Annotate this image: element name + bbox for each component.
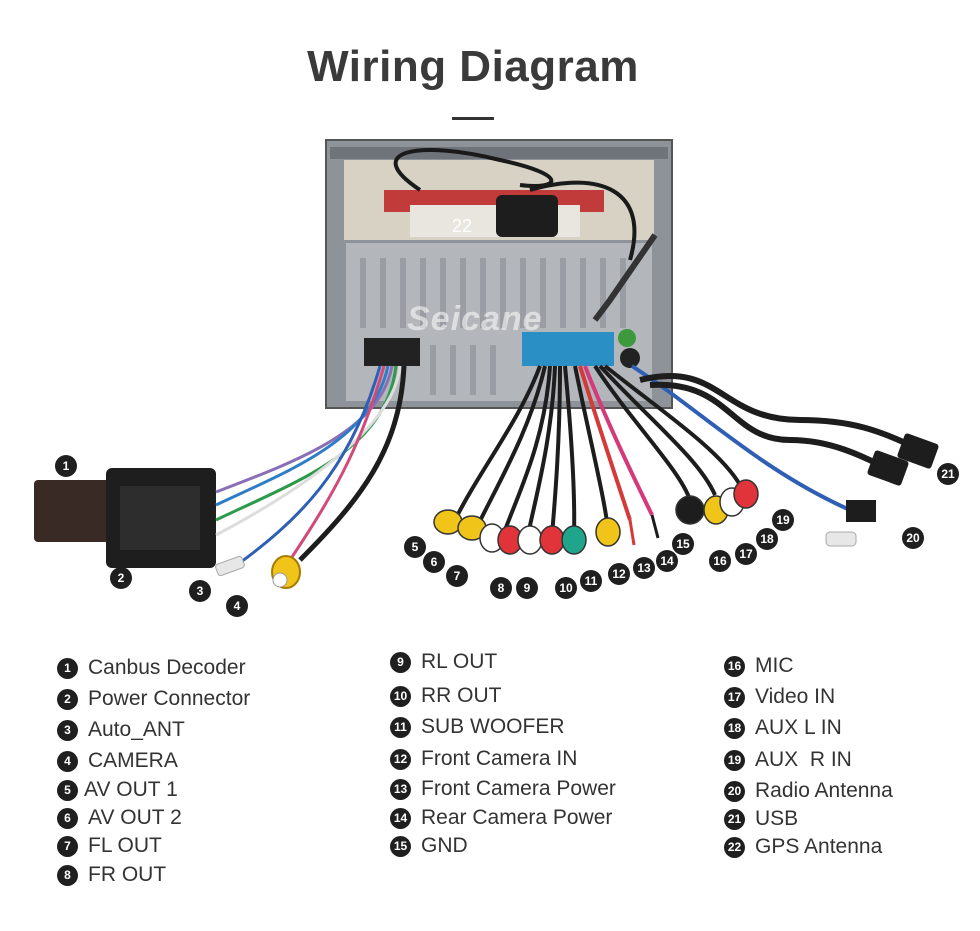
legend-label: Front Camera IN (421, 747, 578, 770)
legend-label: AUX L IN (755, 716, 842, 739)
callout-21: 21 (937, 463, 959, 485)
callout-1: 1 (55, 455, 77, 477)
callout-16: 16 (709, 550, 731, 572)
legend-item: 6 AV OUT 2 (57, 806, 182, 830)
callout-14: 14 (656, 550, 678, 572)
head-unit (325, 139, 673, 409)
legend-item: 14 Rear Camera Power (390, 806, 612, 830)
legend-label: MIC (755, 654, 794, 677)
legend-item: 18 AUX L IN (724, 716, 842, 740)
legend-label: USB (755, 807, 799, 830)
legend-number: 20 (724, 780, 745, 802)
legend-label: Canbus Decoder (88, 656, 246, 679)
legend-item: 4 CAMERA (57, 749, 178, 773)
legend-number: 11 (390, 716, 411, 738)
legend-number: 3 (57, 719, 78, 741)
legend-item: 17 Video IN (724, 685, 835, 709)
legend-item: 3 Auto_ANT (57, 718, 185, 742)
legend-number: 14 (390, 807, 411, 829)
legend-number: 12 (390, 748, 411, 770)
legend-label: RR OUT (421, 684, 502, 707)
legend-item: 5 AV OUT 1 (57, 778, 178, 802)
legend-label: FL OUT (88, 834, 162, 857)
power-connector (106, 468, 216, 568)
callout-6: 6 (423, 551, 445, 573)
title-underline (452, 117, 494, 120)
legend-item: 13 Front Camera Power (390, 777, 616, 801)
callout-4: 4 (226, 595, 248, 617)
legend-label: GPS Antenna (755, 835, 883, 858)
legend-item: 22 GPS Antenna (724, 835, 882, 859)
watermark: Seicane (407, 300, 543, 338)
legend-number: 13 (390, 778, 411, 800)
callout-15: 15 (672, 533, 694, 555)
legend-item: 7 FL OUT (57, 834, 162, 858)
legend-item: 11 SUB WOOFER (390, 715, 565, 739)
legend-item: 19 AUX R IN (724, 748, 852, 772)
legend-item: 2 Power Connector (57, 687, 250, 711)
callout-5: 5 (404, 536, 426, 558)
legend-item: 9 RL OUT (390, 650, 497, 674)
legend-number: 16 (724, 655, 745, 677)
legend-number: 7 (57, 835, 78, 857)
wiring-illustration (34, 139, 939, 589)
callout-9: 9 (516, 577, 538, 599)
legend-label: RL OUT (421, 650, 498, 673)
legend-label: Video IN (755, 685, 836, 708)
gps-antenna (393, 148, 637, 261)
legend-label: AV OUT 1 (84, 778, 178, 801)
legend-item: 16 MIC (724, 654, 794, 678)
legend-number: 8 (57, 864, 78, 886)
callout-19: 19 (772, 509, 794, 531)
legend-number: 6 (57, 807, 78, 829)
legend-label: FR OUT (88, 863, 167, 886)
legend-label: AUX R IN (755, 748, 852, 771)
legend-item: 8 FR OUT (57, 863, 166, 887)
legend-label: Auto_ANT (88, 718, 185, 741)
callout-17: 17 (735, 543, 757, 565)
legend-number: 17 (724, 686, 745, 708)
legend-number: 22 (724, 836, 745, 858)
legend-label: SUB WOOFER (421, 715, 565, 738)
callout-3: 3 (189, 580, 211, 602)
gps-callout-label: 22 (452, 216, 473, 236)
legend-number: 19 (724, 749, 745, 771)
legend-item: 12 Front Camera IN (390, 747, 577, 771)
callout-10: 10 (555, 577, 577, 599)
callout-20: 20 (902, 527, 924, 549)
legend-label: GND (421, 834, 468, 857)
callout-12: 12 (608, 563, 630, 585)
legend-number: 4 (57, 750, 78, 772)
legend-item: 20 Radio Antenna (724, 779, 893, 803)
legend-label: Power Connector (88, 687, 251, 710)
callout-2: 2 (110, 567, 132, 589)
legend-number: 1 (57, 657, 78, 679)
legend-label: Radio Antenna (755, 779, 893, 802)
page-title: Wiring Diagram (307, 42, 639, 91)
legend-label: AV OUT 2 (88, 806, 182, 829)
legend-number: 5 (57, 779, 78, 801)
callout-7: 7 (446, 565, 468, 587)
legend-number: 9 (390, 651, 411, 673)
legend-number: 15 (390, 835, 411, 857)
legend-item: 15 GND (390, 834, 468, 858)
legend-item: 21 USB (724, 807, 798, 831)
legend-item: 10 RR OUT (390, 684, 502, 708)
legend-number: 10 (390, 685, 411, 707)
callout-13: 13 (633, 557, 655, 579)
legend-label: CAMERA (88, 749, 178, 772)
callout-11: 11 (580, 570, 602, 592)
legend-number: 18 (724, 717, 745, 739)
legend-label: Front Camera Power (421, 777, 616, 800)
callout-8: 8 (490, 577, 512, 599)
legend-number: 21 (724, 808, 745, 830)
legend-item: 1 Canbus Decoder (57, 656, 246, 680)
legend-label: Rear Camera Power (421, 806, 613, 829)
legend-number: 2 (57, 688, 78, 710)
canbus-decoder (34, 480, 122, 542)
callout-18: 18 (756, 528, 778, 550)
